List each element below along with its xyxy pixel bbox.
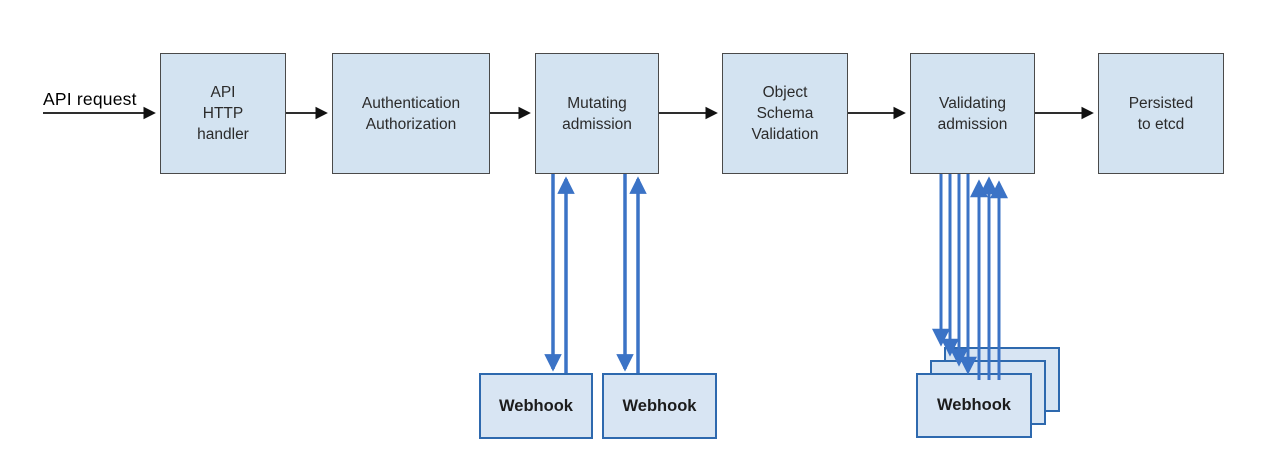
validating-webhook-front: Webhook xyxy=(916,373,1032,438)
box-label: Webhook xyxy=(937,396,1011,414)
box-persisted-to-etcd: Persisted to etcd xyxy=(1098,53,1224,174)
mutating-webhook-1: Webhook xyxy=(479,373,593,439)
api-request-label: API request xyxy=(43,89,137,109)
box-label: Webhook xyxy=(622,396,697,415)
box-object-schema-validation: Object Schema Validation xyxy=(722,53,848,174)
box-validating-admission: Validating admission xyxy=(910,53,1035,174)
box-label: Webhook xyxy=(499,396,573,415)
box-label: Mutating admission xyxy=(562,94,632,133)
box-api-http-handler: API HTTP handler xyxy=(160,53,286,174)
box-label: Authentication Authorization xyxy=(361,94,461,133)
box-label: API HTTP handler xyxy=(197,84,249,143)
box-label: Persisted to etcd xyxy=(1128,94,1194,133)
mutating-webhook-2: Webhook xyxy=(602,373,717,439)
box-authentication-authorization: Authentication Authorization xyxy=(332,53,490,174)
box-label: Object Schema Validation xyxy=(751,84,819,143)
box-mutating-admission: Mutating admission xyxy=(535,53,659,174)
box-label: Validating admission xyxy=(937,94,1008,133)
